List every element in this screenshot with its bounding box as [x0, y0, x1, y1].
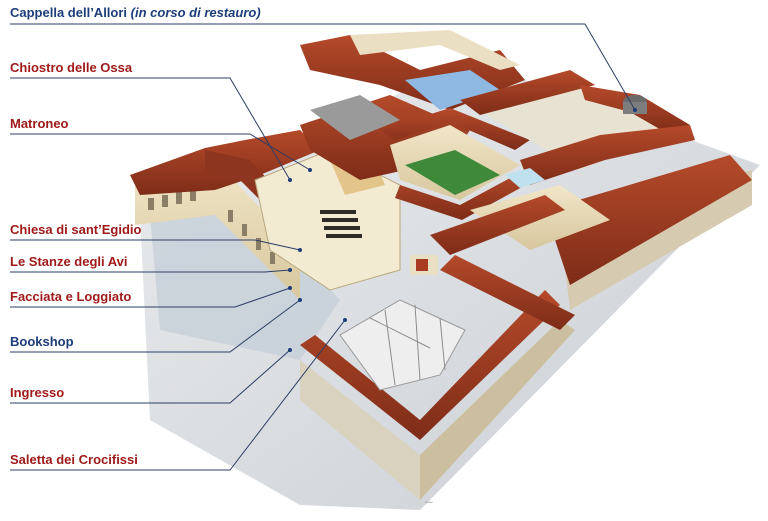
green-cloister-lawn	[405, 150, 500, 195]
leader-lines	[10, 23, 636, 471]
open-rooms-partitions	[369, 304, 446, 386]
back-wing-wall	[350, 30, 520, 70]
glass-skylight	[505, 168, 545, 188]
cloister-roof-north	[380, 108, 530, 150]
bottom-wing-wall-2	[420, 320, 575, 500]
label-matroneo[interactable]: Matroneo	[10, 116, 69, 131]
label-bookshop[interactable]: Bookshop	[10, 334, 74, 349]
leader-dots	[288, 108, 637, 352]
label-facciata[interactable]: Facciata e Loggiato	[10, 289, 132, 304]
label-saletta[interactable]: Saletta dei Crocifissi	[10, 452, 138, 467]
label-chiostro[interactable]: Chiostro delle Ossa	[10, 60, 133, 75]
gallery-artwork	[416, 259, 428, 271]
courtyard-paving	[150, 205, 340, 360]
open-rooms	[339, 299, 466, 391]
label-cappella-note: (in corso di restauro)	[130, 5, 261, 20]
south-east-roof	[440, 255, 575, 330]
right-courtyard-roof-s	[520, 125, 695, 185]
label-cappella[interactable]: Cappella dell’Allori (in corso di restau…	[10, 5, 261, 20]
label-cappella-main: Cappella dell’Allori	[10, 5, 128, 20]
top-courtyard	[405, 70, 500, 110]
bottom-wing-wall	[300, 360, 420, 500]
label-ingresso[interactable]: Ingresso	[10, 385, 65, 400]
church-pews	[320, 210, 362, 238]
grey-roof	[310, 95, 400, 140]
middle-east-roof	[430, 195, 565, 255]
label-chiesa[interactable]: Chiesa di sant’Egidio	[10, 222, 142, 237]
label-stanze[interactable]: Le Stanze degli Avi	[10, 254, 128, 269]
cloister-roof-south	[395, 170, 535, 220]
right-wing-roof	[545, 155, 752, 285]
right-courtyard-roof-n	[460, 70, 595, 115]
left-arcade	[148, 189, 275, 264]
artist-signature: ~~	[425, 499, 433, 507]
